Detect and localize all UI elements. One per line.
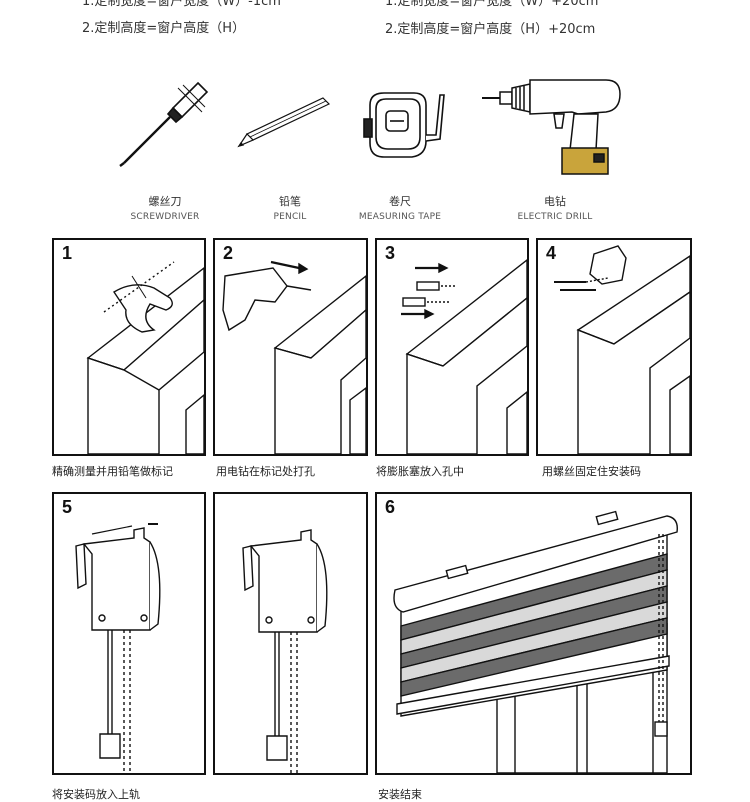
step-number: 1 xyxy=(62,243,73,263)
step-panel-5b xyxy=(213,492,368,775)
step-number: 3 xyxy=(385,243,396,263)
step-panel-1: 1 xyxy=(52,238,206,456)
step-panel-4: 4 xyxy=(536,238,692,456)
step-number: 2 xyxy=(223,243,234,263)
window-frame-illustration xyxy=(222,260,366,454)
screwdriver-icon xyxy=(119,81,209,167)
step-caption: 精确测量并用铅笔做标记 xyxy=(52,465,173,478)
tool-label-en: SCREWDRIVER xyxy=(130,212,200,222)
step-caption: 用电钻在标记处打孔 xyxy=(216,465,315,478)
note-left-width: 1.定制宽度=窗户宽度（W）-1cm xyxy=(82,0,281,9)
step-number: 6 xyxy=(385,497,396,517)
window-frame-illustration xyxy=(86,261,204,454)
step-caption: 将膨胀塞放入孔中 xyxy=(376,465,464,478)
step-panel-2: 2 xyxy=(213,238,368,456)
tool-label-en: MEASURING TAPE xyxy=(358,212,442,222)
tool-label-en: ELECTRIC DRILL xyxy=(517,212,593,222)
tool-label-cn: 电钻 xyxy=(544,195,566,208)
headrail-bracket-illustration xyxy=(242,529,328,773)
tool-label-en: PENCIL xyxy=(273,212,307,222)
step-caption: 用螺丝固定住安装码 xyxy=(542,465,641,478)
electric-drill-icon xyxy=(482,79,621,175)
step-panel-6: 6 xyxy=(375,492,692,775)
step-number: 4 xyxy=(546,243,557,263)
note-right-width: 1.定制宽度=窗户宽度（W）+20cm xyxy=(385,0,599,9)
tool-label-cn: 卷尺 xyxy=(389,195,411,208)
step-panel-3: 3 xyxy=(375,238,529,456)
finished-blind-illustration xyxy=(393,510,678,773)
window-frame-illustration xyxy=(554,245,690,454)
pencil-icon xyxy=(237,97,331,148)
measuring-tape-icon xyxy=(363,92,445,158)
tool-label-cn: 螺丝刀 xyxy=(148,195,182,208)
step-caption: 安装结束 xyxy=(378,788,422,801)
step-number: 5 xyxy=(62,497,73,517)
step-panel-5: 5 xyxy=(52,492,206,775)
note-right-height: 2.定制高度=窗户高度（H）+20cm xyxy=(385,22,596,37)
headrail-bracket-illustration xyxy=(75,523,161,773)
note-left-height: 2.定制高度=窗户高度（H） xyxy=(82,21,246,36)
window-frame-illustration xyxy=(401,259,527,454)
tool-label-cn: 铅笔 xyxy=(279,195,301,208)
step-caption: 将安装码放入上轨 xyxy=(52,788,140,801)
